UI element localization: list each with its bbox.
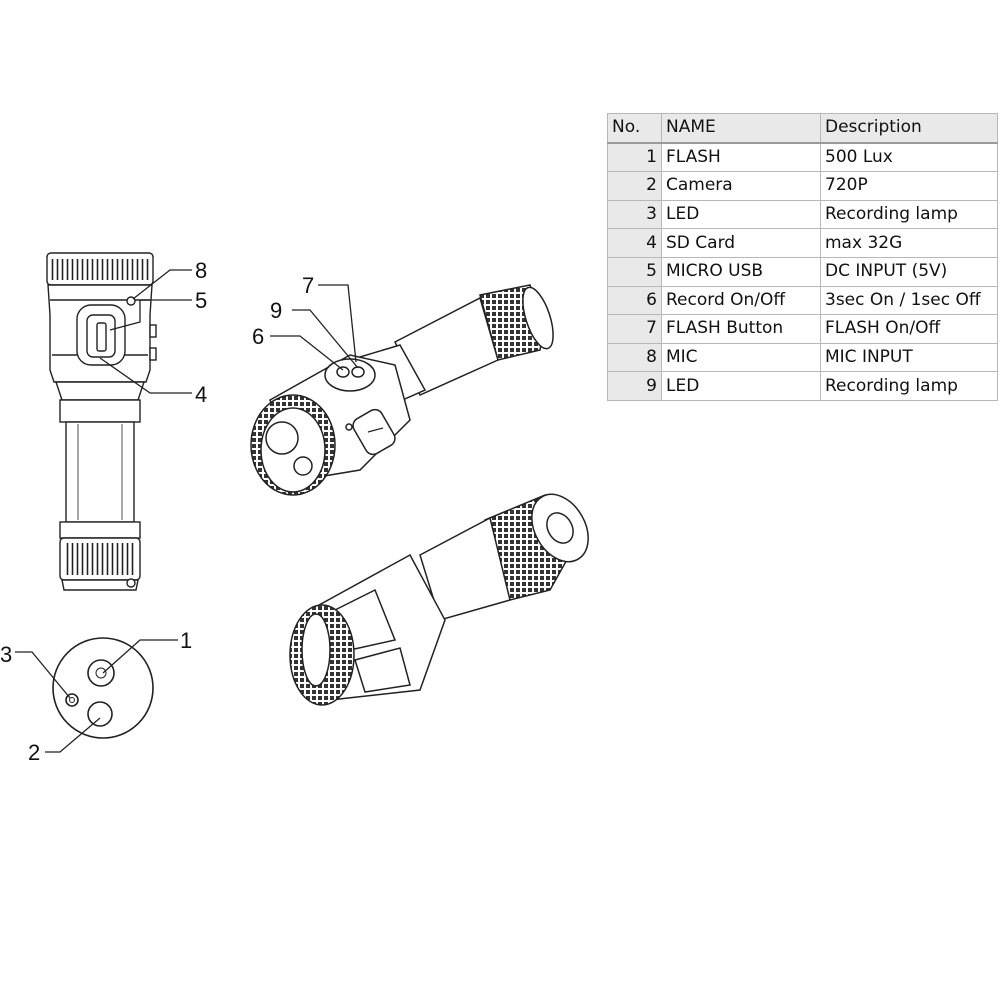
callout-5: 5 [195,288,207,313]
row-name: MICRO USB [661,256,821,287]
row-name: MIC [661,342,821,373]
row-no: 8 [607,342,662,373]
callout-3: 3 [0,642,12,667]
front-view-flashlight [46,252,157,591]
row-no: 4 [607,228,662,258]
lens-end-view [52,637,154,739]
row-description: Recording lamp [820,199,998,230]
table-row: 6 Record On/Off 3sec On / 1sec Off [607,285,998,316]
row-no: 7 [607,314,662,344]
row-no: 1 [607,142,662,173]
table-row: 2 Camera 720P [607,171,998,201]
callout-2: 2 [28,740,40,765]
row-name: SD Card [661,228,821,258]
header-name: NAME [661,112,821,144]
row-description: 3sec On / 1sec Off [820,285,998,316]
row-description: 720P [820,171,998,201]
row-description: Recording lamp [820,371,998,401]
row-name: Record On/Off [661,285,821,316]
table-row: 3 LED Recording lamp [607,199,998,230]
row-name: LED [661,199,821,230]
table-row: 5 MICRO USB DC INPUT (5V) [607,256,998,287]
callout-leaders [15,269,359,753]
table-row: 1 FLASH 500 Lux [607,142,998,173]
callout-4: 4 [195,382,207,407]
table-header-row: No. NAME Description [607,112,998,144]
row-no: 2 [607,171,662,201]
table-row: 4 SD Card max 32G [607,228,998,258]
isometric-view-buttons [250,284,554,496]
spec-table: No. NAME Description 1 FLASH 500 Lux 2 C… [607,112,998,401]
row-no: 5 [607,256,662,287]
callout-numbers: 8 5 4 7 9 6 1 3 2 [0,258,314,765]
row-description: FLASH On/Off [820,314,998,344]
table-row: 8 MIC MIC INPUT [607,342,998,373]
row-no: 9 [607,371,662,401]
row-name: Camera [661,171,821,201]
callout-1: 1 [180,628,192,653]
row-no: 3 [607,199,662,230]
row-description: 500 Lux [820,142,998,173]
header-no: No. [607,112,662,144]
callout-8: 8 [195,258,207,283]
table-row: 7 FLASH Button FLASH On/Off [607,314,998,344]
row-no: 6 [607,285,662,316]
isometric-view-rear [289,493,589,706]
table-row: 9 LED Recording lamp [607,371,998,401]
row-name: LED [661,371,821,401]
row-name: FLASH Button [661,314,821,344]
header-description: Description [820,112,998,144]
callout-7: 7 [302,273,314,298]
row-name: FLASH [661,142,821,173]
row-description: DC INPUT (5V) [820,256,998,287]
row-description: max 32G [820,228,998,258]
callout-6: 6 [252,324,264,349]
row-description: MIC INPUT [820,342,998,373]
callout-9: 9 [270,298,282,323]
